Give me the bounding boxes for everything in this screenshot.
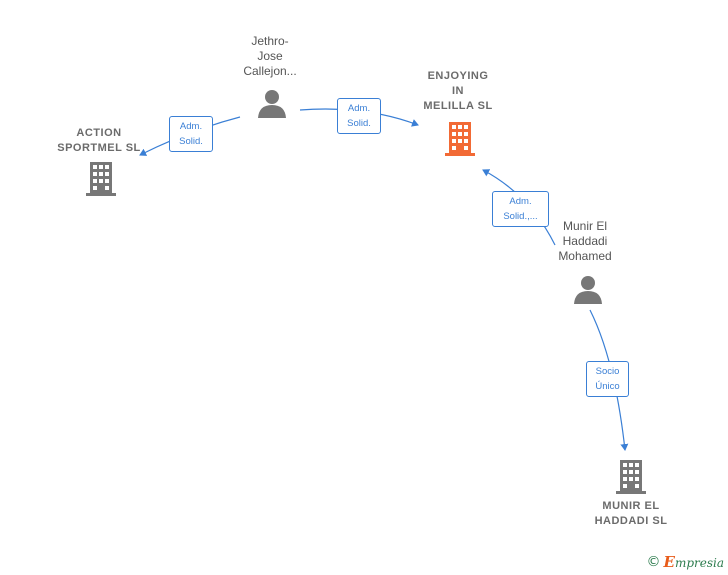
munir-person-label: Munir El Haddadi Mohamed — [558, 219, 612, 263]
action-sportmel-label: ACTION SPORTMEL SL — [57, 127, 141, 154]
munir-el-haddadi-sl-label: MUNIR EL HADDADI SL — [594, 500, 668, 527]
edge-label-socio-unico[interactable]: Socio Único — [586, 361, 629, 397]
edge-label-adm-solid[interactable]: Adm. Solid. — [169, 116, 213, 152]
building-icon[interactable] — [85, 162, 117, 196]
edge-label-adm-solid[interactable]: Adm. Solid. — [337, 98, 381, 134]
person-icon[interactable] — [573, 274, 603, 304]
copyright-icon: © — [646, 554, 661, 570]
person-icon[interactable] — [257, 88, 287, 118]
brand-logo: Empresia — [663, 553, 725, 571]
building-icon[interactable] — [615, 460, 647, 494]
edge-label-adm-solid-more[interactable]: Adm. Solid.,... — [492, 191, 549, 227]
building-icon[interactable] — [444, 122, 476, 156]
jethro-label: Jethro- Jose Callejon... — [243, 34, 297, 78]
footer-brand[interactable]: © Empresia — [647, 553, 725, 571]
enjoying-in-melilla-label: ENJOYING IN MELILLA SL — [423, 70, 493, 112]
